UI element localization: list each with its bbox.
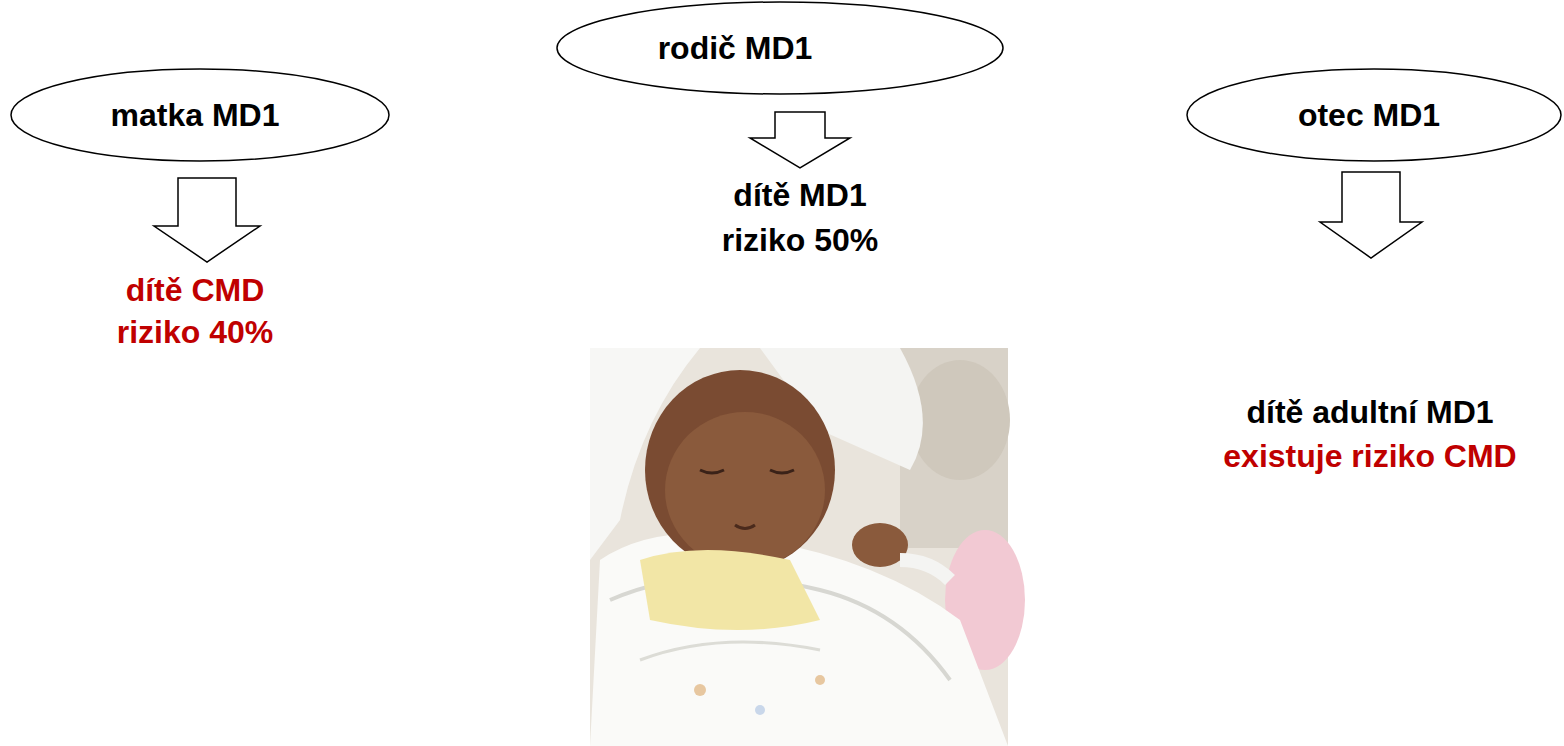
result-text: riziko 50% (722, 222, 879, 259)
result-text: dítě CMD (126, 272, 265, 309)
result-text: existuje riziko CMD (1223, 438, 1516, 475)
node-text: matka MD1 (111, 97, 280, 134)
node-text: rodič MD1 (658, 30, 813, 67)
ellipse-node: matka MD1 (10, 68, 390, 162)
block-arrow (750, 112, 850, 168)
ellipse-node: otec MD1 (1186, 68, 1562, 162)
ellipse-node: rodič MD1 (556, 1, 1004, 95)
result-text: dítě adultní MD1 (1246, 394, 1493, 431)
node-text: otec MD1 (1298, 97, 1440, 134)
result-text: riziko 40% (117, 314, 274, 351)
result-text: dítě MD1 (733, 177, 866, 214)
baby-photo (590, 348, 1025, 746)
block-arrow (1320, 172, 1422, 258)
block-arrow (154, 178, 260, 262)
